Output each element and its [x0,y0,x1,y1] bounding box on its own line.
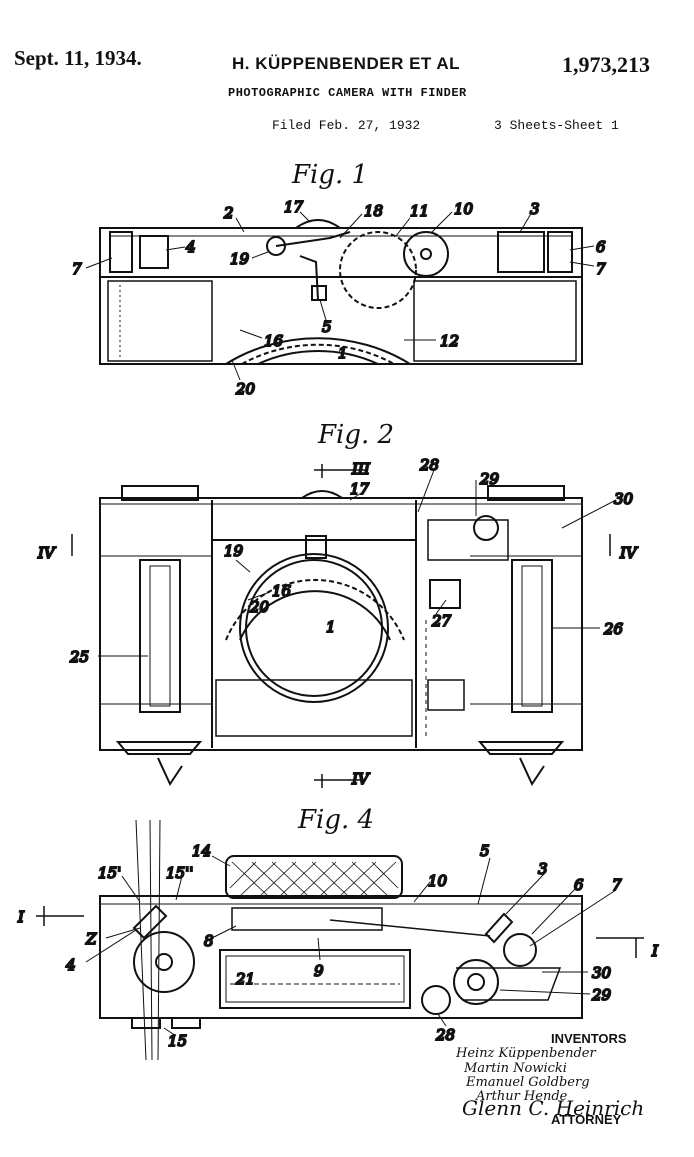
fig4-ref-29: 29 [591,986,612,1004]
fig4-ref-14: 14 [192,842,211,860]
fig4-mirror-4 [132,904,168,940]
fig1-ref-18: 18 [364,202,383,220]
fig4-ref-4: 4 [65,956,76,974]
fig1-drawing: 2 17 18 11 10 3 6 7 4 7 19 5 16 1 12 20 [71,197,607,399]
fig2-ref-16: 16 [272,582,292,600]
fig4-section-I-left: I [17,908,25,926]
fig2-section-III: III [351,460,371,478]
attorney-title: ATTORNEY [551,1112,622,1127]
fig4-ref-6: 6 [574,876,584,894]
fig4-section-I-right: I [651,942,659,960]
fig2-gear-29 [427,519,509,561]
fig2-section-IV-left: IV [37,544,57,562]
fig1-label: Fig. 1 [292,160,369,190]
fig2-lens-1 [239,553,389,703]
fig4-knob-14 [225,855,403,899]
fig4-mechanism [231,907,383,931]
inventor-heading: H. KÜPPENBENDER ET AL [232,54,461,73]
fig2-knob-right-bottom [477,741,565,755]
fig4-ref-30: 30 [592,964,612,982]
fig4-drawing: 14 15' 15'' 10 5 3 6 7 Z 8 4 9 21 30 29 … [16,819,660,1061]
fig4-ref-Z: Z [85,930,97,948]
fig1-ref-7-right: 7 [596,260,606,278]
patent-number: 1,973,213 [562,52,650,77]
fig2-label: Fig. 2 [318,420,395,450]
fig4-ref-10: 10 [428,872,448,890]
fig1-gear-10 [403,231,449,277]
fig1-ref-1: 1 [338,344,348,362]
fig2-section-IV-right: IV [619,544,639,562]
fig1-ref-12: 12 [440,332,459,350]
fig1-ref-11: 11 [410,202,429,220]
fig1-ref-4: 4 [185,238,196,256]
fig1-ref-10: 10 [454,200,474,218]
fig1-ref-19: 19 [230,250,250,268]
patent-date: Sept. 11, 1934. [14,46,142,70]
fig4-ref-15-prime: 15' [98,864,121,882]
fig2-drawing: 17 28 29 30 19 16 20 1 27 25 26 III IV I… [36,455,640,789]
fig1-left-spool [109,231,133,273]
fig1-ref-7-left: 7 [72,260,82,278]
fig2-ref-19: 19 [224,542,244,560]
sheet-count: 3 Sheets-Sheet 1 [494,118,619,133]
fig2-ref-27: 27 [431,612,452,630]
fig4-mirror-3 [484,912,514,944]
fig4-ref-8: 8 [204,932,214,950]
fig4-ref-7: 7 [612,876,622,894]
inventors-heading: INVENTORS [551,1031,627,1046]
fig1-camera-body [99,227,583,365]
fig2-ref-25: 25 [69,648,89,666]
fig1-ref-3: 3 [530,200,540,218]
fig4-camera-body [99,895,583,1019]
fig1-lens-mount [225,337,411,365]
fig2-ref-28: 28 [419,456,439,474]
fig4-ref-28: 28 [435,1026,455,1044]
fig2-spool-26 [511,559,553,713]
fig1-ref-16: 16 [264,332,284,350]
fig4-ref-5: 5 [480,842,490,860]
fig2-ref-20: 20 [249,598,270,616]
fig2-ref-26: 26 [603,620,624,638]
inventor-signature-2: Martin Nowicki [464,1061,567,1076]
fig2-section-IV-bottom: IV [351,770,371,788]
fig4-gear-28 [421,985,451,1015]
fig2-ref-29: 29 [479,470,500,488]
fig4-ref-15-double-prime: 15'' [166,864,193,882]
fig2-spool-25 [139,559,181,713]
fig2-ref-30: 30 [614,490,634,508]
fig2-part-27 [429,579,461,609]
fig4-label: Fig. 4 [298,805,375,835]
fig1-ref-17: 17 [284,198,304,216]
filed-date: Filed Feb. 27, 1932 [272,118,421,133]
fig1-gear-11 [339,231,417,309]
fig4-ref-15: 15 [168,1032,187,1050]
fig4-wheel-left [133,931,195,993]
fig2-knob-left-bottom [115,741,203,755]
fig1-shutter-button [295,219,341,229]
inventor-signature-3: Emanuel Goldberg [466,1075,590,1090]
fig4-gear-7 [503,933,537,967]
fig1-ref-20: 20 [235,380,256,398]
fig2-knob-left-top [121,485,199,501]
fig1-ref-2: 2 [223,204,234,222]
inventor-signature-4: Arthur Hende [476,1089,568,1104]
fig4-compartment-21 [219,949,411,1009]
fig1-ref-5: 5 [322,318,332,336]
fig2-ref-17: 17 [350,480,370,498]
fig1-sprocket-4 [139,235,169,269]
inventor-signature-1: Heinz Küppenbender [456,1046,596,1061]
fig1-right-spool [497,231,545,273]
fig4-ref-9: 9 [314,962,324,980]
patent-title: PHOTOGRAPHIC CAMERA WITH FINDER [228,86,467,100]
fig2-ref-1: 1 [326,618,336,636]
fig1-pivot [266,236,286,256]
fig4-ref-3: 3 [538,860,548,878]
fig2-knob-right-top [487,485,565,501]
fig4-gear-29 [453,959,499,1005]
attorney-signature: Glenn C. Heinrich [462,1096,645,1120]
fig4-ref-21: 21 [235,970,255,988]
fig1-ref-6: 6 [596,238,606,256]
